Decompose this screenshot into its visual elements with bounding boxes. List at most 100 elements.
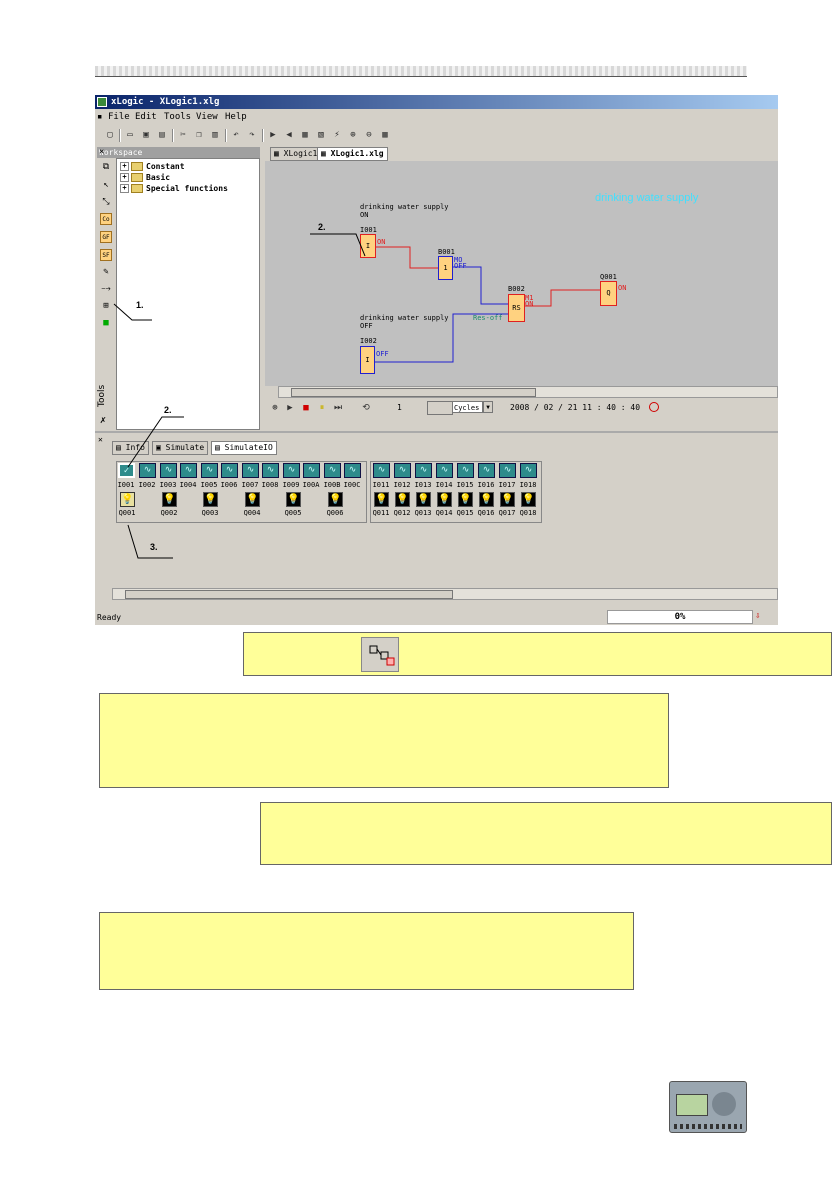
download-status-icon[interactable]: ⇩: [755, 611, 761, 621]
scroll-thumb[interactable]: [125, 590, 453, 599]
input-i00c-button[interactable]: ∿: [344, 463, 361, 478]
output-label: Q011: [372, 509, 390, 517]
cut-wire-icon[interactable]: ✎: [103, 267, 109, 277]
input-i005-button[interactable]: ∿: [201, 463, 218, 478]
expand-icon[interactable]: +: [120, 184, 129, 193]
play-icon[interactable]: ▶: [287, 403, 293, 413]
cut-icon[interactable]: ✂: [180, 130, 186, 140]
block-q001[interactable]: Q: [600, 281, 617, 306]
menu-help[interactable]: Help: [225, 112, 247, 122]
input-i00a-button[interactable]: ∿: [303, 463, 320, 478]
open-folder-icon[interactable]: ▭: [127, 130, 133, 140]
panel-horizontal-scrollbar[interactable]: [112, 588, 778, 600]
tree-item-special-functions[interactable]: +Special functions: [120, 183, 228, 194]
reset-icon[interactable]: ⟲: [362, 403, 370, 413]
block-i002[interactable]: I: [360, 346, 375, 374]
tab-simulate[interactable]: ▣ Simulate: [152, 441, 209, 455]
input-i011-button[interactable]: ∿: [373, 463, 390, 478]
block-b001[interactable]: 1: [438, 256, 453, 280]
close-icon[interactable]: ✕: [99, 147, 105, 157]
input-i008-button[interactable]: ∿: [262, 463, 279, 478]
upload-icon[interactable]: ◀: [286, 130, 292, 140]
grid-icon[interactable]: ▦: [382, 130, 388, 140]
menu-edit[interactable]: Edit: [135, 112, 157, 122]
download-icon[interactable]: ▶: [270, 130, 276, 140]
tool-strip: ⧉ ↖ ⤡ Co GF SF ✎ ⤍ ⊞ ■: [97, 158, 115, 430]
input-i016-button[interactable]: ∿: [478, 463, 495, 478]
input-i002-button[interactable]: ∿: [139, 463, 156, 478]
menu-view[interactable]: View: [196, 112, 218, 122]
step-icon[interactable]: ⏭: [333, 403, 343, 413]
expand-icon[interactable]: +: [120, 162, 129, 171]
copy-tool-icon[interactable]: ⧉: [102, 162, 110, 172]
stop-icon[interactable]: ■: [303, 403, 309, 413]
input-label: I009: [282, 481, 300, 489]
input-i017-button[interactable]: ∿: [499, 463, 516, 478]
scroll-thumb[interactable]: [291, 388, 536, 397]
status-bar: Ready 0% ⇩: [95, 609, 778, 625]
menu-tools[interactable]: Tools: [164, 112, 192, 122]
tab-xlogic1[interactable]: ▦ XLogic1: [270, 147, 322, 161]
tree-item-constant[interactable]: +Constant: [120, 161, 185, 172]
output-q014-lamp: 💡: [437, 492, 452, 507]
callout-1: 1.: [136, 300, 144, 310]
connect-icon[interactable]: ⤡: [102, 197, 110, 207]
input-label: I008: [261, 481, 279, 489]
note-box-2: [99, 693, 669, 788]
input-i00b-button[interactable]: ∿: [324, 463, 341, 478]
expand-icon[interactable]: +: [120, 173, 129, 182]
input-i003-button[interactable]: ∿: [160, 463, 177, 478]
menu-file[interactable]: File: [108, 112, 130, 122]
block-i001[interactable]: I: [360, 234, 376, 258]
copy-icon[interactable]: ❐: [196, 130, 202, 140]
connector-icon[interactable]: ⤍: [101, 284, 111, 294]
redo-icon[interactable]: ↷: [249, 130, 255, 140]
cycles-input[interactable]: [427, 401, 453, 415]
flash-icon[interactable]: ⚡: [334, 130, 340, 140]
input-i013-button[interactable]: ∿: [415, 463, 432, 478]
cycles-select[interactable]: Cycles: [452, 401, 483, 413]
input-i012-button[interactable]: ∿: [394, 463, 411, 478]
tab-info[interactable]: ▤ Info: [112, 441, 149, 455]
output-q013-lamp: 💡: [416, 492, 431, 507]
pointer-icon[interactable]: ↖: [103, 180, 109, 190]
simulation-icon[interactable]: ⊛: [272, 403, 278, 413]
pause-icon[interactable]: ⏸: [319, 403, 325, 413]
input-i014-button[interactable]: ∿: [436, 463, 453, 478]
input-label: I016: [477, 481, 495, 489]
online-test-icon[interactable]: ■: [103, 318, 109, 328]
tree-item-basic[interactable]: +Basic: [120, 172, 170, 183]
document-icon[interactable]: ▧: [318, 130, 324, 140]
input-i004-button[interactable]: ∿: [180, 463, 197, 478]
input-i006-button[interactable]: ∿: [221, 463, 238, 478]
save-all-icon[interactable]: ▤: [159, 130, 165, 140]
simulation-mode-icon[interactable]: ⊞: [103, 301, 109, 311]
tools-icon[interactable]: ✗: [100, 415, 107, 426]
chevron-down-icon[interactable]: ▼: [483, 401, 493, 413]
canvas-horizontal-scrollbar[interactable]: [278, 386, 778, 398]
input-i001-button[interactable]: ✓: [118, 463, 135, 478]
output-q015-lamp: 💡: [458, 492, 473, 507]
zoom-out-icon[interactable]: ⊖: [366, 130, 372, 140]
tab-simulateio[interactable]: ▤ SimulateIO: [211, 441, 277, 455]
input-label: I00C: [343, 481, 361, 489]
panel-close-icon[interactable]: ✕: [98, 435, 103, 444]
clock-icon[interactable]: [649, 402, 659, 412]
simulation-mode-icon: [361, 637, 399, 672]
block-b002[interactable]: RS: [508, 294, 525, 322]
basic-function-icon[interactable]: GF: [100, 231, 112, 243]
monitor-icon[interactable]: ▦: [302, 130, 308, 140]
tab-xlogic1-xlg[interactable]: ▦ XLogic1.xlg: [317, 147, 388, 161]
input-i009-button[interactable]: ∿: [283, 463, 300, 478]
program-canvas[interactable]: drinking water supply drinking water sup…: [265, 161, 778, 386]
special-function-icon[interactable]: SF: [100, 249, 112, 261]
undo-icon[interactable]: ↶: [233, 130, 239, 140]
paste-icon[interactable]: ▥: [212, 130, 218, 140]
input-i015-button[interactable]: ∿: [457, 463, 474, 478]
save-icon[interactable]: ▣: [143, 130, 149, 140]
zoom-in-icon[interactable]: ⊕: [350, 130, 356, 140]
input-i018-button[interactable]: ∿: [520, 463, 537, 478]
input-i007-button[interactable]: ∿: [242, 463, 259, 478]
new-file-icon[interactable]: ▢: [107, 130, 113, 140]
constant-icon[interactable]: Co: [100, 213, 112, 225]
